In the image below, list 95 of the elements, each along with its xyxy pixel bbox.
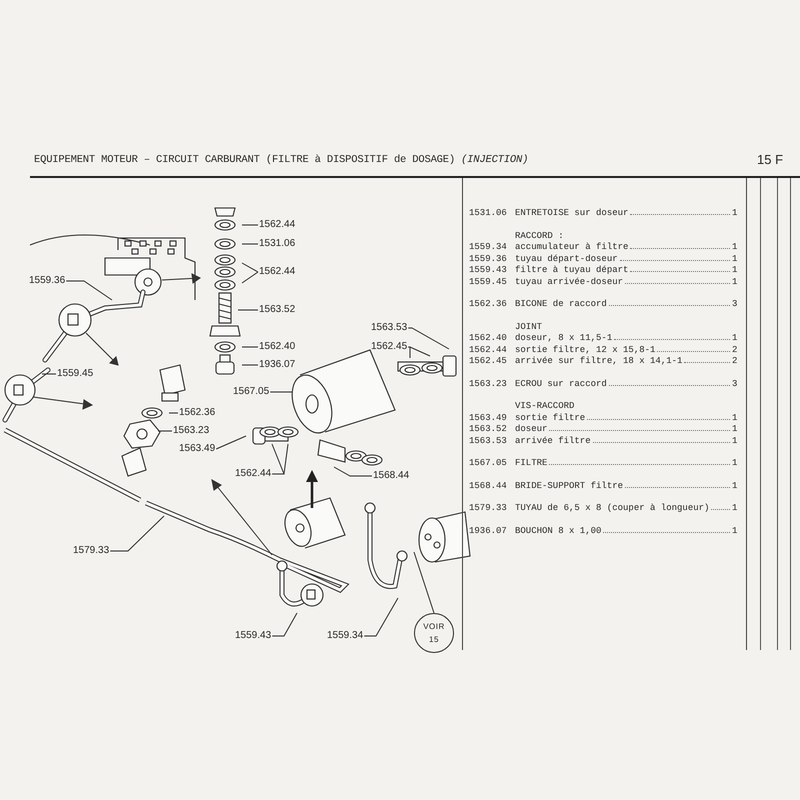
reference-circle: VOIR 15 xyxy=(414,613,454,653)
callout-number: 1563.23 xyxy=(172,425,210,437)
callout-number: 1562.44 xyxy=(234,468,272,480)
part-description: TUYAU de 6,5 x 8 (couper à longueur) xyxy=(515,503,710,513)
leader-line xyxy=(242,346,258,348)
leader-line xyxy=(242,262,258,272)
part-number: 1567.05 xyxy=(469,458,508,468)
part-description: sortie filtre xyxy=(515,412,586,422)
part-number: 1559.36 xyxy=(469,254,508,264)
page-number: 15 F xyxy=(757,152,784,167)
group-heading: JOINT xyxy=(515,322,542,332)
leader-line xyxy=(242,272,258,284)
leader-line xyxy=(216,436,246,450)
callout-number: 1559.36 xyxy=(28,275,66,287)
callout-number: 1531.06 xyxy=(258,238,296,250)
quantity: 1 xyxy=(732,480,738,490)
callout-number: 1562.45 xyxy=(370,341,408,353)
callout-number: 1568.44 xyxy=(372,470,410,482)
group-heading: RACCORD : xyxy=(515,230,564,240)
part-description: tuyau départ-doseur xyxy=(515,254,618,264)
part-number: 1559.45 xyxy=(469,276,508,286)
quantity: 1 xyxy=(732,265,738,275)
part-description: accumulateur à filtre xyxy=(515,242,628,252)
part-description: ECROU sur raccord xyxy=(515,378,607,388)
quantity: 1 xyxy=(732,503,738,513)
part-description: ENTRETOISE sur doseur xyxy=(515,208,628,218)
quantity: 1 xyxy=(732,412,738,422)
part-number: 1562.36 xyxy=(469,299,508,309)
quantity: 3 xyxy=(732,378,738,388)
quantity: 1 xyxy=(732,242,738,252)
part-description: doseur xyxy=(515,424,548,434)
callout-number: 1559.34 xyxy=(326,630,364,642)
part-description: arrivée filtre xyxy=(515,436,591,446)
part-description: BICONE de raccord xyxy=(515,299,607,309)
part-number: 1559.43 xyxy=(469,265,508,275)
callout-number: 1563.52 xyxy=(258,304,296,316)
part-description: sortie filtre, 12 x 15,8-1 xyxy=(515,344,656,354)
quantity: 3 xyxy=(732,299,738,309)
part-number: 1563.23 xyxy=(469,378,508,388)
page-title: EQUIPEMENT MOTEUR – CIRCUIT CARBURANT (FILTRE à DISPOSITIF de DOSAGE) (INJECTION) xyxy=(34,154,528,166)
part-description: tuyau arrivée-doseur xyxy=(515,276,624,286)
quantity: 2 xyxy=(732,344,738,354)
part-number: 1579.33 xyxy=(469,503,508,513)
leader-line xyxy=(408,346,430,356)
callout-number: 1562.40 xyxy=(258,341,296,353)
callout-number: 1567.05 xyxy=(232,386,270,398)
callout-number: 1559.43 xyxy=(234,630,272,642)
quantity: 1 xyxy=(732,276,738,286)
quantity: 2 xyxy=(732,356,738,366)
leader-line xyxy=(272,612,298,636)
leader-line xyxy=(158,430,172,432)
leader-line xyxy=(272,444,285,474)
leader-line xyxy=(364,598,398,636)
leader-line xyxy=(334,466,372,476)
leader-line xyxy=(110,516,164,552)
leader-line xyxy=(66,280,112,300)
part-number: 1562.45 xyxy=(469,356,508,366)
group-heading: VIS-RACCORD xyxy=(515,401,574,411)
part-description: doseur, 8 x 11,5-1 xyxy=(515,333,612,343)
part-number: 1562.44 xyxy=(469,344,508,354)
callout-number: 1936.07 xyxy=(258,359,296,371)
part-number: 1568.44 xyxy=(469,480,508,490)
callout-number: 1563.49 xyxy=(178,443,216,455)
part-number: 1563.52 xyxy=(469,424,508,434)
leader-line xyxy=(408,346,410,358)
leader-line xyxy=(408,328,450,350)
part-number: 1936.07 xyxy=(469,526,508,536)
part-description: BRIDE-SUPPORT filtre xyxy=(515,480,624,490)
leader-line xyxy=(242,224,258,226)
quantity: 1 xyxy=(732,458,738,468)
leader-line xyxy=(414,552,434,614)
part-description: FILTRE xyxy=(515,458,548,468)
callout-number: 1562.36 xyxy=(178,407,216,419)
part-description: filtre à tuyau départ xyxy=(515,265,628,275)
part-number: 1563.49 xyxy=(469,412,508,422)
leader-line xyxy=(272,444,288,474)
part-number: 1531.06 xyxy=(469,208,508,218)
part-description: BOUCHON 8 x 1,00 xyxy=(515,526,602,536)
quantity: 1 xyxy=(732,208,738,218)
callout-number: 1562.44 xyxy=(258,219,296,231)
quantity: 1 xyxy=(732,526,738,536)
leader-line xyxy=(168,412,178,414)
callout-number: 1579.33 xyxy=(72,545,110,557)
part-number: 1563.53 xyxy=(469,436,508,446)
part-number: 1559.34 xyxy=(469,242,508,252)
part-description: arrivée sur filtre, 18 x 14,1-1 xyxy=(515,356,682,366)
quantity: 1 xyxy=(732,424,738,434)
leader-line xyxy=(242,364,258,366)
callout-number: 1559.45 xyxy=(56,368,94,380)
part-number: 1562.40 xyxy=(469,333,508,343)
callout-number: 1562.44 xyxy=(258,266,296,278)
callout-number: 1563.53 xyxy=(370,322,408,334)
quantity: 1 xyxy=(732,254,738,264)
quantity: 1 xyxy=(732,333,738,343)
quantity: 1 xyxy=(732,436,738,446)
